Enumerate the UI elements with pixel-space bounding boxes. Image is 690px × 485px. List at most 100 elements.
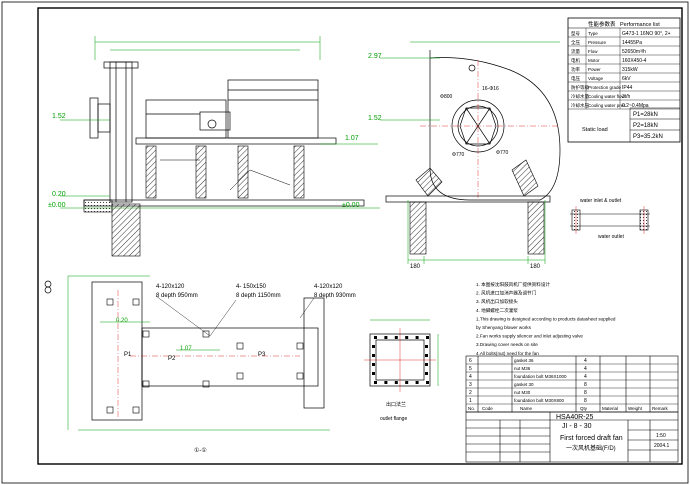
anchor-hole <box>132 406 140 414</box>
side-legs <box>409 159 545 255</box>
bom-row-name: foundation bolt M30X800 <box>514 398 565 403</box>
bom-header-code: Code <box>482 406 493 411</box>
dim-16-holes: 16-Φ16 <box>482 86 499 92</box>
note-line: 4.All bolts(nut) need for the fan <box>476 351 539 356</box>
anchor-hole <box>296 342 304 350</box>
bolt-hole <box>425 345 428 348</box>
holes-label-2: 4- 150x150 <box>236 284 267 290</box>
bom-row-no: 3 <box>469 382 472 388</box>
bom-row-no: 5 <box>469 366 472 372</box>
bom-row-qty: 4 <box>584 374 587 380</box>
bolt-hole <box>374 381 377 384</box>
water-detail: water inlet & outlet water outlet <box>570 198 650 240</box>
bolt-hole <box>425 354 428 357</box>
perf-row-value: 0.2~0.4Mpa <box>622 103 649 109</box>
dim-020: 0.20 <box>52 191 66 198</box>
bom-header-name: Name <box>520 406 533 411</box>
perf-row-cn: 电压 <box>571 75 580 82</box>
perf-row-value: 14455Pa <box>622 40 642 46</box>
perf-row-cn: 功率 <box>571 66 580 73</box>
plan-section-marker: ①-① <box>194 447 207 454</box>
project-code: HSA40R-25 <box>556 414 593 421</box>
drawing-title-cn2: 一次风机基础(F/D) <box>566 444 616 452</box>
bom-row-name: nut M36 <box>514 366 531 371</box>
load-p1: P1=28kN <box>633 112 658 118</box>
note-line: 1.This drawing is designed according to … <box>476 316 616 321</box>
anchor-hole <box>132 298 140 306</box>
perf-row-value: 315kW <box>622 67 638 73</box>
bolt-hole <box>425 363 428 366</box>
water-inlet-label: water inlet & outlet <box>580 198 622 204</box>
perf-row-en: Protection grade <box>588 85 622 90</box>
bolt-hole <box>415 381 419 384</box>
perf-row-en: Motor <box>588 58 600 63</box>
perf-title-en: Performance list <box>620 22 660 28</box>
plan-holes <box>106 298 304 414</box>
bolt-hole <box>405 336 409 339</box>
perf-row-en: Flow <box>588 49 598 54</box>
bom-header-no: No. <box>468 406 475 411</box>
dim-180-2: 180 <box>530 264 541 270</box>
anchor-hole <box>296 372 304 380</box>
perf-row-en: Cooling water flow <box>588 94 626 99</box>
perf-row-en: Power <box>588 67 601 72</box>
bolt-hole <box>426 336 429 339</box>
bom-row-no: 6 <box>469 358 472 364</box>
dim-152-right: 1.52 <box>368 115 382 122</box>
bom-header-weight: Weight <box>628 406 643 411</box>
perf-row-en: Pressure <box>588 40 607 45</box>
perf-row-en: Type <box>588 31 598 36</box>
bom-row-qty: 8 <box>584 398 587 404</box>
flange-label-en: outlet flange <box>380 416 407 422</box>
dim-180-1: 180 <box>410 264 421 270</box>
bom-row-qty: 8 <box>584 382 587 388</box>
note-line: 4. 地脚螺栓二次灌浆 <box>476 307 518 314</box>
holes-label-1: 4-120x120 <box>156 284 185 290</box>
bom-header-remark: Remark <box>652 406 669 411</box>
front-dim-labels: 1.52 0.20 ±0.00 1.07 ±0.00 <box>48 113 360 209</box>
note-line: 2.Fan works supply silencer and inlet ad… <box>476 334 583 339</box>
perf-row-value: 52650m³/h <box>622 49 646 55</box>
dim-000-right: ±0.00 <box>342 202 360 209</box>
anchor-hole <box>106 298 114 306</box>
bolt-hole <box>394 381 398 384</box>
holes-label-3: 4-120x120 <box>314 284 343 290</box>
anchor-hole <box>236 372 244 380</box>
plan-view <box>44 275 330 431</box>
perf-row-en: Voltage <box>588 76 604 81</box>
note-line: 3.Drawing cover needs on site <box>476 342 538 347</box>
bom-header-material: Material <box>602 406 618 411</box>
bom-row-no: 2 <box>469 390 472 396</box>
bolt-hole <box>415 336 419 339</box>
bolt-hole <box>425 372 428 375</box>
anchor-hole <box>142 380 150 388</box>
depth-label-1: 8 depth 950mm <box>156 293 198 299</box>
note-line: 2. 风机进口加消声器及调节门 <box>476 290 537 297</box>
bom-row-name: foundation bolt M36X1000 <box>514 374 567 379</box>
bom-header-qty: Qty <box>580 406 588 411</box>
load-point-p1: P1 <box>124 352 132 358</box>
anchor-hole <box>202 380 210 388</box>
dim-770a: Φ770 <box>452 152 465 158</box>
bolt-hole <box>372 345 375 348</box>
note-line: 3. 风机出口加软接头 <box>476 298 518 305</box>
perf-row-value: 160X450-4 <box>622 58 647 64</box>
water-outlet-label: water outlet <box>598 234 624 240</box>
bolt-hole <box>372 354 375 357</box>
bom-row-qty: 8 <box>584 390 587 396</box>
perf-row: 功率 Power 315kW <box>571 66 638 73</box>
front-elevation <box>60 36 380 209</box>
load-point-p3: P3 <box>258 352 266 358</box>
plan-labels: 4-120x120 8 depth 950mm 4- 150x150 8 dep… <box>116 284 356 454</box>
flange-bolts <box>372 336 429 384</box>
note-line: 1. 本图按沈阳鼓风机厂提供资料设计 <box>476 281 550 288</box>
perf-row-cn: 全压 <box>571 39 580 46</box>
anchor-hole <box>106 406 114 414</box>
